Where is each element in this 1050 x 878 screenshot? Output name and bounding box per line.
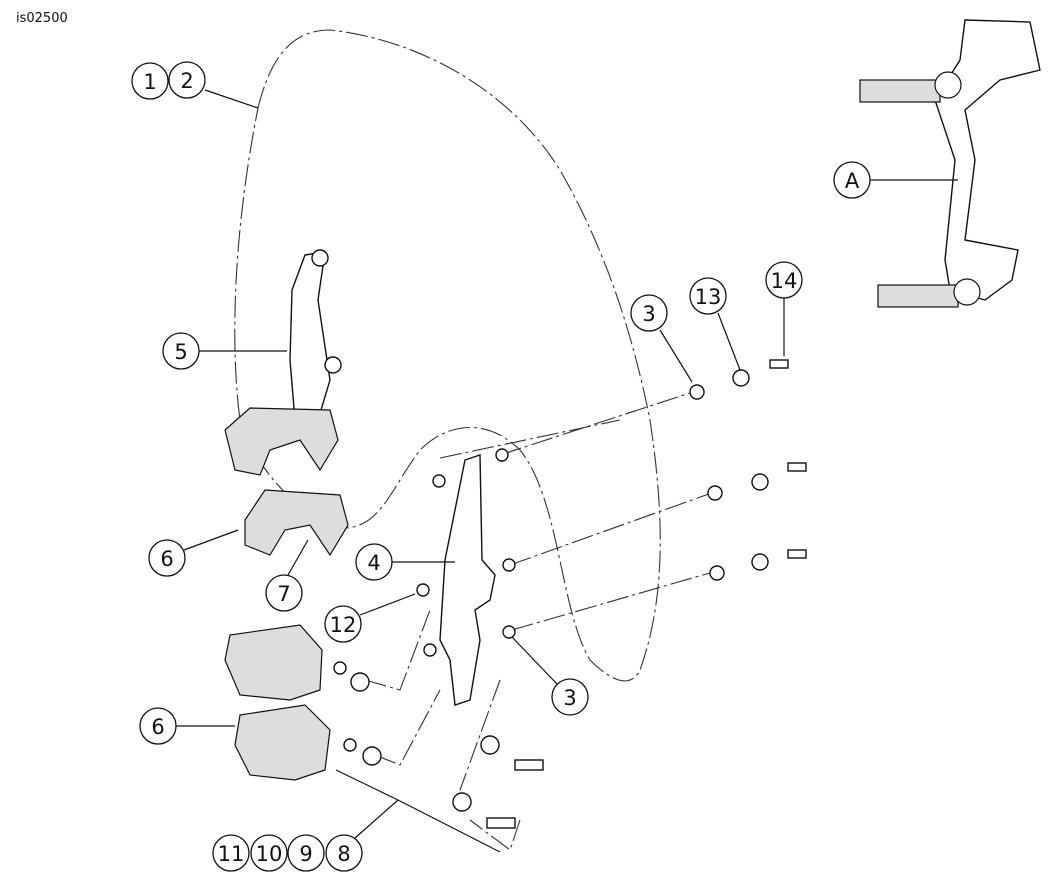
svg-text:6: 6 bbox=[151, 715, 164, 739]
callout-11: 11 bbox=[212, 834, 250, 872]
leader-lines bbox=[176, 89, 958, 853]
svg-text:3: 3 bbox=[563, 686, 576, 710]
svg-text:1: 1 bbox=[143, 70, 156, 94]
windshield-outline bbox=[234, 29, 661, 682]
svg-text:6: 6 bbox=[160, 547, 173, 571]
svg-text:2: 2 bbox=[180, 69, 193, 93]
callout-1: 1 bbox=[131, 62, 169, 100]
detail-a-hardware bbox=[859, 71, 981, 308]
svg-text:11: 11 bbox=[218, 842, 245, 866]
assembly-lines bbox=[364, 392, 721, 851]
upper-bracket bbox=[289, 251, 331, 421]
callout-7: 7 bbox=[265, 574, 303, 612]
clamp-upper bbox=[224, 407, 339, 476]
callout-A: A bbox=[833, 161, 871, 199]
clamp-lower-2 bbox=[234, 704, 331, 781]
svg-text:5: 5 bbox=[174, 340, 187, 364]
svg-text:14: 14 bbox=[771, 269, 798, 293]
callout-12: 12 bbox=[324, 605, 362, 643]
svg-text:3: 3 bbox=[642, 302, 655, 326]
drawing-code: is02500 bbox=[16, 11, 68, 26]
callout-5: 5 bbox=[162, 332, 200, 370]
svg-text:9: 9 bbox=[299, 842, 312, 866]
callout-10: 10 bbox=[250, 834, 288, 872]
callout-6-upper: 6 bbox=[148, 539, 186, 577]
callout-4: 4 bbox=[355, 543, 393, 581]
callout-9: 9 bbox=[287, 834, 325, 872]
svg-text:13: 13 bbox=[695, 285, 722, 309]
svg-text:8: 8 bbox=[337, 842, 350, 866]
hardware bbox=[333, 359, 807, 829]
callout-8: 8 bbox=[325, 834, 363, 872]
svg-text:12: 12 bbox=[330, 613, 357, 637]
svg-text:A: A bbox=[845, 169, 860, 193]
callout-6-lower: 6 bbox=[139, 707, 177, 745]
callout-3-lower: 3 bbox=[551, 678, 589, 716]
callout-13: 13 bbox=[689, 277, 727, 315]
callout-14: 14 bbox=[765, 261, 803, 299]
callout-2: 2 bbox=[168, 61, 206, 99]
svg-text:10: 10 bbox=[256, 842, 283, 866]
svg-text:4: 4 bbox=[367, 551, 380, 575]
side-bracket bbox=[439, 454, 496, 706]
detail-a-bracket bbox=[934, 19, 1041, 301]
clamp-lower-1 bbox=[224, 624, 323, 701]
clamp-7 bbox=[244, 489, 349, 557]
callout-3-upper: 3 bbox=[630, 294, 668, 332]
svg-text:7: 7 bbox=[277, 582, 290, 606]
